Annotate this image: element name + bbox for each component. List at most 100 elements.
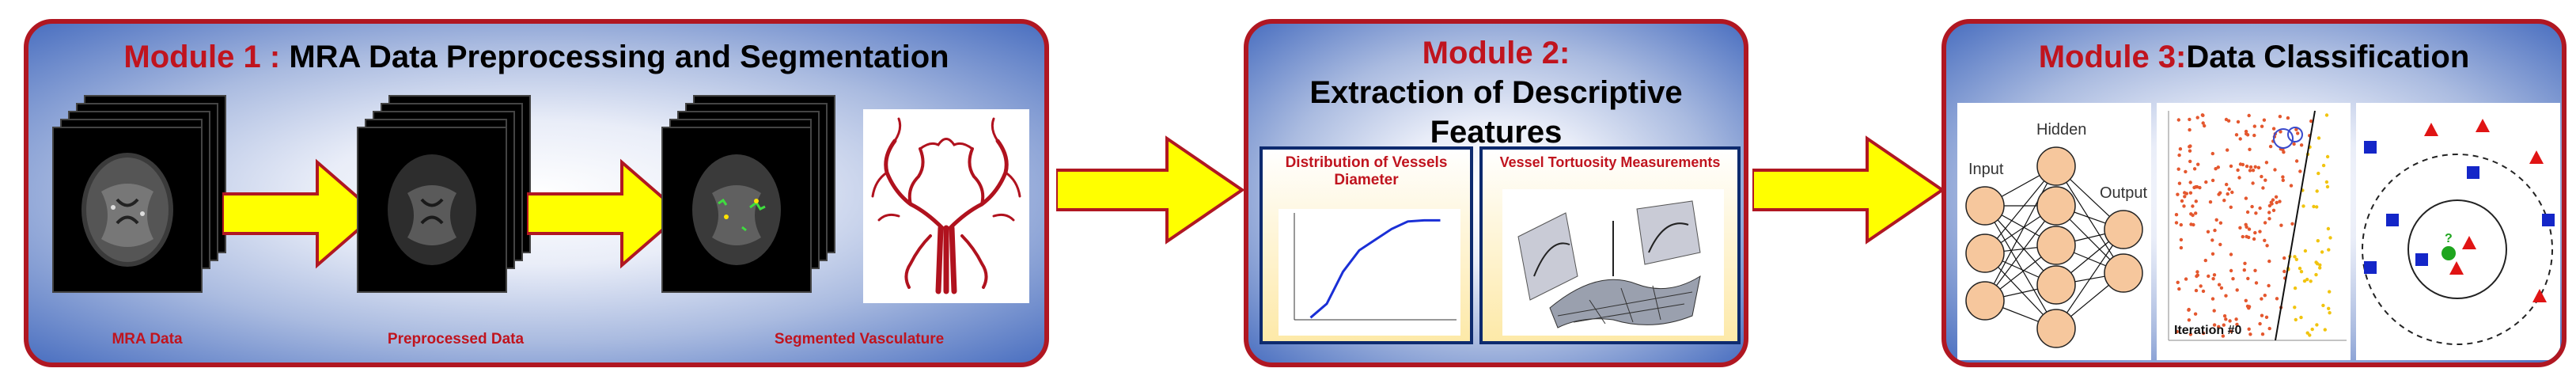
scatter-point (2229, 205, 2233, 209)
scatter-point (2238, 226, 2242, 230)
scatter-point (2206, 230, 2210, 233)
scatter-point (2226, 192, 2229, 196)
panel-tortuosity-title: Vessel Tortuosity Measurements (1499, 154, 1721, 170)
scatter-point (2180, 199, 2184, 203)
scatter-point (2214, 218, 2218, 222)
scatter-point (2221, 334, 2226, 338)
scatter-point (2279, 223, 2283, 227)
scatter-point (2254, 211, 2258, 215)
scatter-point (2321, 303, 2325, 308)
scatter-point (2195, 116, 2199, 120)
segmented-vasculature-image (863, 109, 1029, 303)
scatter-point (2188, 180, 2192, 184)
scatter-point (2216, 165, 2220, 169)
scatter-point (2175, 329, 2179, 334)
scatter-iteration-label: Iteration #0 (2174, 324, 2241, 337)
scatter-point (2188, 117, 2191, 122)
scatter-point (2281, 178, 2285, 182)
scatter-point (2203, 258, 2207, 263)
scatter-point (2248, 169, 2252, 173)
scatter-point (2241, 234, 2245, 239)
scatter-point (2263, 294, 2267, 298)
scatter-point (2282, 150, 2286, 154)
nn-output-label: Output (2100, 184, 2147, 202)
caption-segmented-vasculature: Segmented Vasculature (774, 331, 945, 347)
scatter-point (2258, 230, 2262, 233)
scatter-point (2294, 317, 2298, 322)
scatter-point (2293, 306, 2297, 309)
scatter-point (2204, 180, 2208, 184)
scatter-point (2179, 245, 2184, 250)
scatter-point (2178, 147, 2183, 151)
scatter-point (2184, 277, 2188, 281)
scatter-point (2328, 311, 2332, 315)
caption-preprocessed-data: Preprocessed Data (387, 331, 525, 347)
scatter-point (2245, 131, 2248, 136)
module-3-box: Module 3:Data Classification Input Hidde… (1941, 19, 2567, 367)
scatter-point (2229, 329, 2233, 333)
mra-brain-slice (52, 127, 203, 293)
scatter-point (2299, 315, 2303, 320)
scatter-point (2245, 164, 2249, 169)
scatter-point (2326, 226, 2331, 231)
scatter-point (2211, 277, 2215, 281)
arrow-2 (527, 158, 684, 269)
scatter-point (2317, 136, 2321, 140)
scatter-point (2314, 260, 2318, 264)
module-1-box: Module 1 : MRA Data Preprocessing and Se… (24, 19, 1049, 367)
scatter-point (2275, 297, 2279, 301)
scatter-point (2308, 333, 2312, 337)
scatter-point (2320, 250, 2324, 254)
scatter-point (2222, 323, 2226, 327)
diameter-series-line (1309, 218, 1441, 319)
scatter-point (2227, 187, 2231, 192)
scatter-point (2325, 184, 2330, 189)
scatter-point (2258, 206, 2262, 211)
scatter-point (2263, 238, 2267, 242)
scatter-point (2201, 113, 2205, 117)
scatter-point (2278, 115, 2282, 119)
scatter-point (2214, 167, 2218, 171)
scatter-point (2314, 272, 2318, 277)
scatter-point (2193, 312, 2198, 316)
scatter-point (2224, 317, 2228, 321)
scatter-point (2183, 195, 2187, 199)
scatter-point (2254, 281, 2259, 285)
scatter-point (2230, 190, 2234, 195)
scatter-point (2309, 279, 2313, 283)
scatter-point (2244, 222, 2248, 226)
scatter-point (2226, 119, 2231, 123)
scatter-point (2262, 118, 2267, 122)
scatter-point (2189, 212, 2193, 216)
scatter-point (2174, 221, 2179, 225)
scatter-point (2321, 163, 2326, 168)
scatter-point (2176, 192, 2180, 196)
scatter-point (2195, 270, 2199, 274)
scatter-point (2229, 164, 2233, 169)
scatter-point (2298, 266, 2302, 271)
scatter-point (2315, 205, 2319, 209)
caption-mra-data: MRA Data (112, 331, 183, 347)
scatter-point (2327, 306, 2331, 310)
scatter-point (2247, 227, 2252, 231)
scatter-point (2238, 137, 2242, 141)
scatter-point (2244, 196, 2248, 200)
scatter-point (2176, 118, 2180, 122)
scatter-point (2210, 238, 2214, 242)
scatter-point (2298, 169, 2302, 173)
scatter-point (2188, 127, 2191, 132)
scatter-point (2235, 288, 2239, 292)
scatter-point (2217, 283, 2222, 287)
scatter-point (2198, 185, 2202, 190)
knn-query-label: ? (2445, 232, 2453, 245)
scatter-point (2271, 208, 2276, 212)
scatter-point (2324, 180, 2329, 184)
scatter-point (2245, 210, 2250, 214)
scatter-point (2218, 191, 2222, 195)
scatter-point (2187, 308, 2191, 312)
scatter-point (2260, 124, 2264, 128)
scatter-point (2248, 165, 2253, 169)
scatter-point (2250, 204, 2254, 209)
scatter-point (2271, 127, 2276, 131)
scatter-point (2217, 325, 2221, 328)
